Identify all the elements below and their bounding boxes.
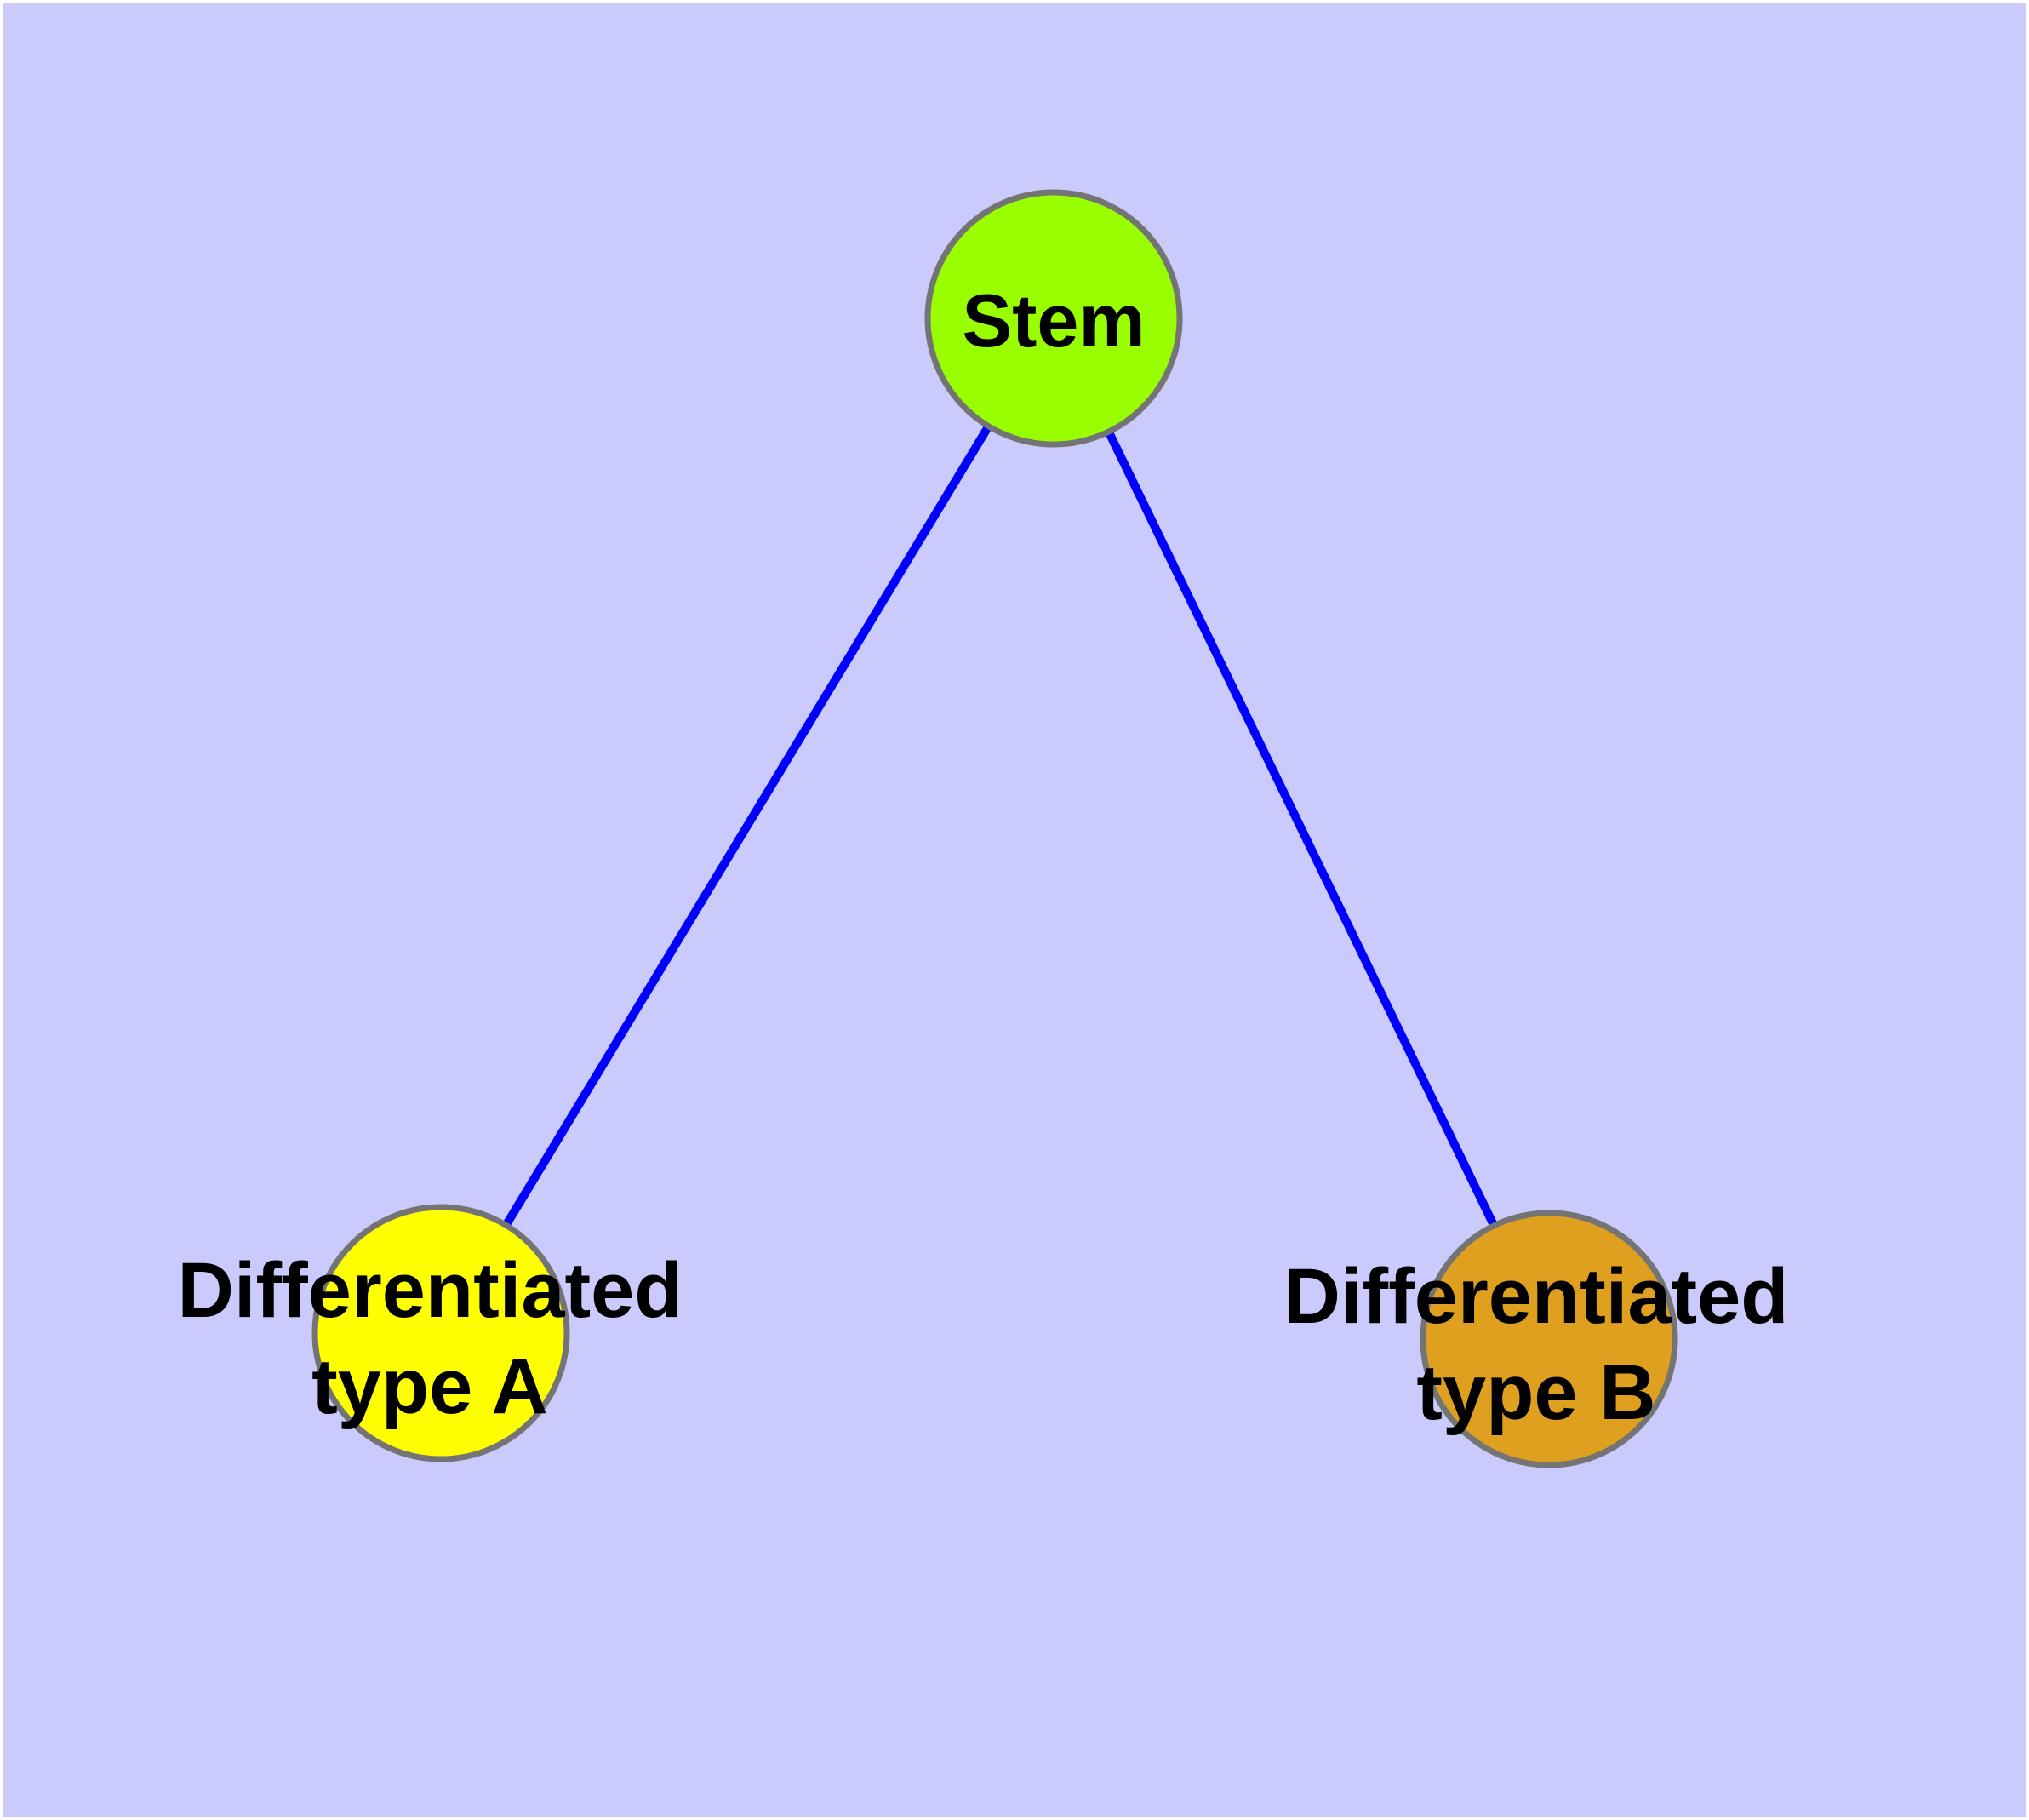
edge-stem-to-type-a bbox=[437, 316, 1058, 1336]
differentiated-type-a-label-line-1: Differentiated bbox=[178, 1247, 683, 1334]
differentiated-type-b-node bbox=[1420, 1210, 1678, 1468]
stem-node bbox=[924, 189, 1183, 448]
differentiated-type-a-node bbox=[311, 1204, 570, 1462]
differentiated-type-b-label-line-2: type B bbox=[1416, 1349, 1655, 1436]
stem-node-label: Stem bbox=[962, 278, 1145, 363]
edge-stem-to-type-b bbox=[1049, 316, 1553, 1342]
differentiated-type-a-label-line-2: type A bbox=[311, 1343, 548, 1430]
differentiated-type-b-label-line-1: Differentiated bbox=[1284, 1253, 1789, 1340]
